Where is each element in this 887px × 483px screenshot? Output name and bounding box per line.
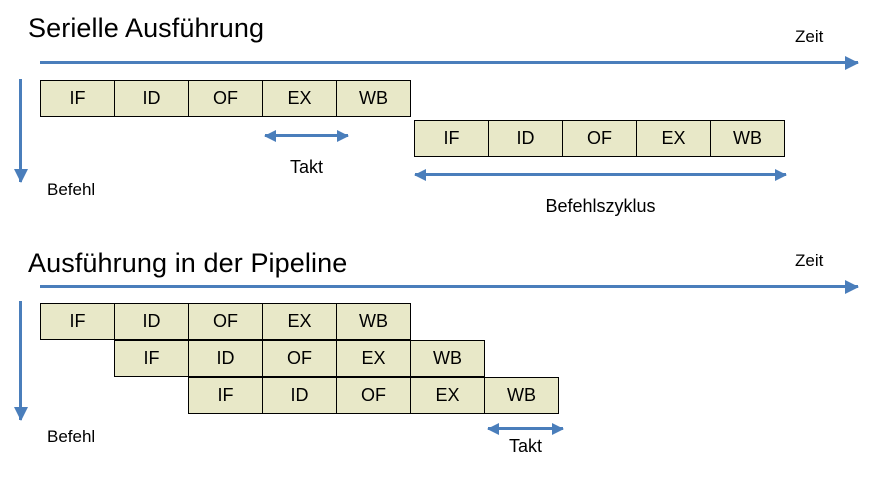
pipeline-instruction-row-1: IF ID OF EX WB	[40, 303, 411, 340]
pipeline-instruction-axis-arrow	[19, 301, 22, 420]
stage-cell-ex: EX	[410, 377, 485, 414]
stage-cell-id: ID	[188, 340, 263, 377]
stage-cell-wb: WB	[336, 80, 411, 117]
stage-cell-wb: WB	[484, 377, 559, 414]
serial-time-axis-label: Zeit	[795, 27, 824, 46]
pipeline-clock-measure-arrow	[488, 427, 563, 430]
serial-instruction-row-1: IF ID OF EX WB	[40, 80, 411, 117]
instruction-cycle-label: Befehlszyklus	[545, 196, 656, 216]
stage-cell-id: ID	[488, 120, 563, 157]
stage-cell-of: OF	[188, 80, 263, 117]
serial-instruction-axis-label: Befehl	[47, 180, 96, 199]
stage-cell-of: OF	[262, 340, 337, 377]
stage-cell-ex: EX	[336, 340, 411, 377]
stage-cell-wb: WB	[336, 303, 411, 340]
serial-instruction-row-2: IF ID OF EX WB	[414, 120, 785, 157]
pipeline-instruction-row-3: IF ID OF EX WB	[188, 377, 559, 414]
pipeline-time-axis-label: Zeit	[795, 251, 824, 270]
stage-cell-id: ID	[114, 80, 189, 117]
serial-section-title: Serielle Ausführung	[28, 13, 265, 43]
stage-cell-if: IF	[40, 80, 115, 117]
pipeline-instruction-row-2: IF ID OF EX WB	[114, 340, 485, 377]
serial-time-axis-arrow	[40, 61, 858, 64]
pipeline-instruction-axis-label: Befehl	[47, 427, 96, 446]
stage-cell-id: ID	[262, 377, 337, 414]
pipeline-section-title: Ausführung in der Pipeline	[28, 248, 348, 278]
stage-cell-of: OF	[562, 120, 637, 157]
serial-clock-measure-arrow	[265, 134, 348, 137]
serial-instruction-axis-arrow	[19, 79, 22, 182]
instruction-cycle-measure-arrow	[415, 173, 786, 176]
stage-cell-of: OF	[188, 303, 263, 340]
stage-cell-of: OF	[336, 377, 411, 414]
stage-cell-wb: WB	[710, 120, 785, 157]
pipeline-clock-label: Takt	[508, 436, 542, 456]
stage-cell-ex: EX	[636, 120, 711, 157]
stage-cell-id: ID	[114, 303, 189, 340]
stage-cell-ex: EX	[262, 303, 337, 340]
stage-cell-ex: EX	[262, 80, 337, 117]
pipeline-time-axis-arrow	[40, 285, 858, 288]
stage-cell-wb: WB	[410, 340, 485, 377]
serial-clock-label: Takt	[289, 157, 323, 177]
stage-cell-if: IF	[188, 377, 263, 414]
stage-cell-if: IF	[414, 120, 489, 157]
stage-cell-if: IF	[40, 303, 115, 340]
stage-cell-if: IF	[114, 340, 189, 377]
